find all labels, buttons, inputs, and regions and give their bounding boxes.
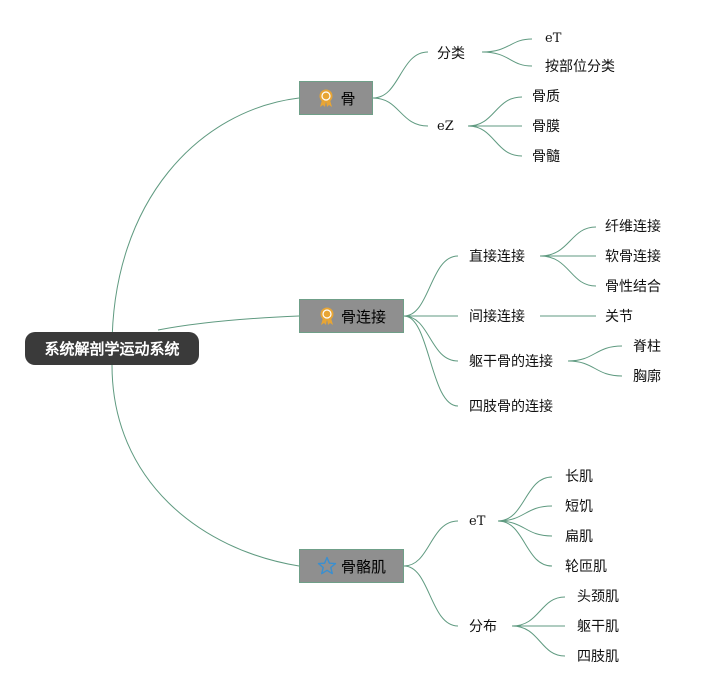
topic-bone[interactable]: 骨 bbox=[299, 81, 373, 115]
subtopic-indirect[interactable]: 间接连接 bbox=[469, 309, 525, 325]
subtopic-trunk[interactable]: 躯干骨的连接 bbox=[469, 354, 553, 370]
subtopic-direct[interactable]: 直接连接 bbox=[469, 249, 525, 265]
subtopic-distribution[interactable]: 分布 bbox=[469, 619, 497, 635]
leaf-short-muscle[interactable]: 短饥 bbox=[565, 499, 593, 515]
ribbon-award-icon bbox=[320, 307, 334, 325]
leaf-bone-substance[interactable]: 骨质 bbox=[532, 89, 560, 105]
subtopic-muscle-et[interactable]: eT bbox=[469, 514, 486, 529]
root-topic-label: 系统解剖学运动系统 bbox=[44, 340, 180, 358]
topic-joint-label: 骨连接 bbox=[340, 307, 386, 326]
leaf-trunk-muscle[interactable]: 躯干肌 bbox=[577, 619, 619, 635]
topic-joint[interactable]: 骨连接 bbox=[299, 299, 404, 333]
subtopic-limb[interactable]: 四肢骨的连接 bbox=[469, 399, 553, 415]
leaf-thorax[interactable]: 胸廓 bbox=[633, 369, 661, 385]
leaf-long-muscle[interactable]: 长肌 bbox=[565, 469, 593, 485]
leaf-limb-muscle[interactable]: 四肢肌 bbox=[577, 649, 619, 665]
topic-bone-label: 骨 bbox=[340, 89, 356, 108]
subtopic-ez[interactable]: eZ bbox=[437, 119, 454, 134]
leaf-marrow[interactable]: 骨髓 bbox=[532, 149, 560, 165]
topic-muscle-label: 骨骼肌 bbox=[340, 557, 386, 576]
leaf-bony-union[interactable]: 骨性结合 bbox=[605, 279, 661, 295]
ribbon-award-icon bbox=[319, 89, 333, 107]
root-topic[interactable]: 系统解剖学运动系统 bbox=[25, 332, 199, 365]
leaf-orbicular-muscle[interactable]: 轮匝肌 bbox=[565, 559, 607, 575]
subtopic-classify[interactable]: 分类 bbox=[437, 46, 465, 62]
leaf-spine[interactable]: 脊柱 bbox=[633, 339, 661, 355]
leaf-et[interactable]: eT bbox=[545, 31, 562, 46]
leaf-flat-muscle[interactable]: 扁肌 bbox=[565, 529, 593, 545]
topic-muscle[interactable]: 骨骼肌 bbox=[299, 549, 404, 583]
leaf-periosteum[interactable]: 骨膜 bbox=[532, 119, 560, 135]
leaf-joint[interactable]: 关节 bbox=[605, 309, 633, 325]
leaf-fibrous[interactable]: 纤维连接 bbox=[605, 219, 661, 235]
leaf-cartilaginous[interactable]: 软骨连接 bbox=[605, 249, 661, 265]
leaf-head-neck[interactable]: 头颈肌 bbox=[577, 589, 619, 605]
star-icon bbox=[317, 556, 337, 575]
leaf-by-region[interactable]: 按部位分类 bbox=[545, 59, 615, 75]
